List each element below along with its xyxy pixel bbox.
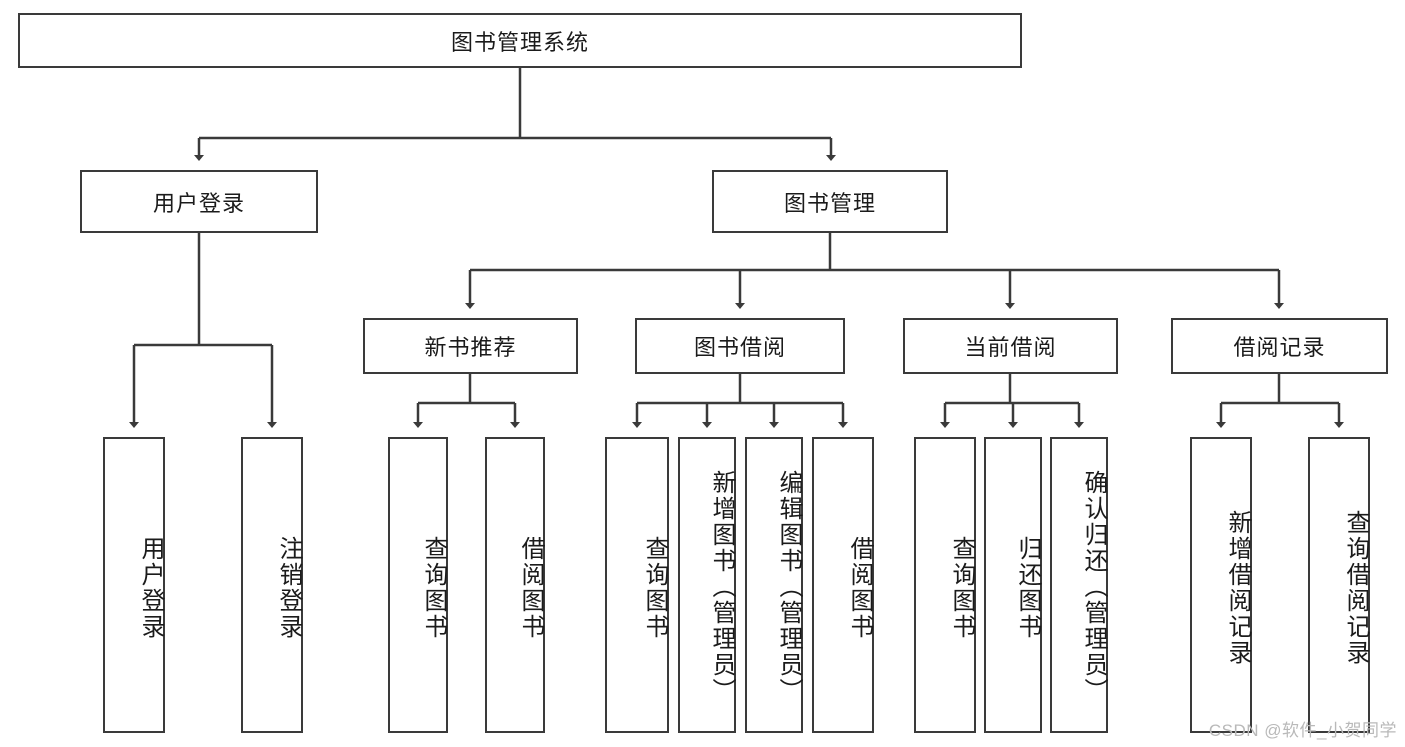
node-leaf-query-book-borrow[interactable]: 查询图书 <box>605 437 669 733</box>
node-leaf-logout[interactable]: 注销登录 <box>241 437 303 733</box>
node-leaf-user-login[interactable]: 用户登录 <box>103 437 165 733</box>
node-leaf-query-book-recommend[interactable]: 查询图书 <box>388 437 448 733</box>
node-leaf-query-book-current[interactable]: 查询图书 <box>914 437 976 733</box>
csdn-watermark: CSDN @软件_小贺同学 <box>1208 721 1397 740</box>
node-leaf-borrow-book[interactable]: 借阅图书 <box>812 437 874 733</box>
node-new-book-recommend[interactable]: 新书推荐 <box>363 318 578 374</box>
node-user-login[interactable]: 用户登录 <box>80 170 318 233</box>
node-leaf-return-book[interactable]: 归还图书 <box>984 437 1042 733</box>
node-leaf-add-book-admin[interactable]: 新增图书（管理员） <box>678 437 736 733</box>
node-borrow-record[interactable]: 借阅记录 <box>1171 318 1388 374</box>
node-book-borrow[interactable]: 图书借阅 <box>635 318 845 374</box>
node-leaf-confirm-return-admin[interactable]: 确认归还（管理员） <box>1050 437 1108 733</box>
node-leaf-edit-book-admin[interactable]: 编辑图书（管理员） <box>745 437 803 733</box>
node-root[interactable]: 图书管理系统 <box>18 13 1022 68</box>
node-current-borrow[interactable]: 当前借阅 <box>903 318 1118 374</box>
node-book-manage[interactable]: 图书管理 <box>712 170 948 233</box>
node-leaf-query-borrow-record[interactable]: 查询借阅记录 <box>1308 437 1370 733</box>
node-leaf-add-borrow-record[interactable]: 新增借阅记录 <box>1190 437 1252 733</box>
node-leaf-borrow-book-recommend[interactable]: 借阅图书 <box>485 437 545 733</box>
